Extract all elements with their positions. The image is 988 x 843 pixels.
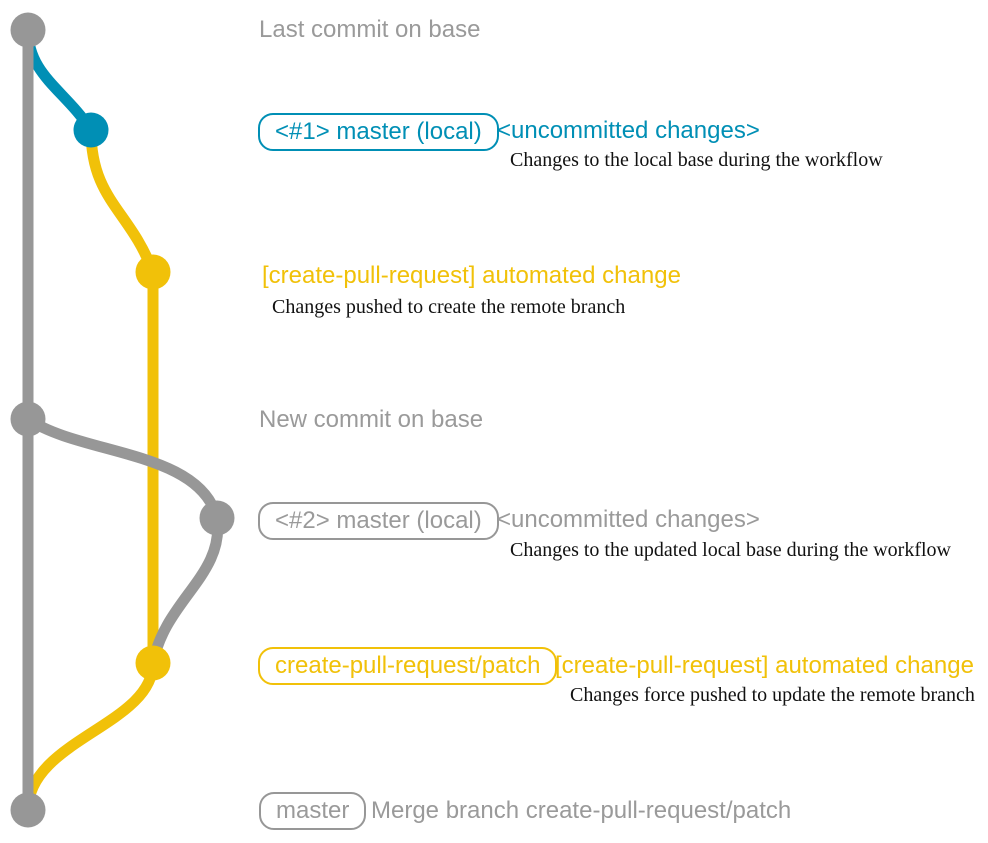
- automated-change-1-detail: Changes pushed to create the remote bran…: [272, 296, 626, 318]
- uncommitted-changes-2-heading: <uncommitted changes>: [497, 506, 760, 533]
- automated-change-1-heading: [create-pull-request] automated change: [262, 262, 681, 289]
- uncommitted-changes-2-detail: Changes to the updated local base during…: [510, 539, 951, 561]
- badge-master-local-2: <#2> master (local): [258, 502, 499, 540]
- commit-node-force-push: [135, 645, 171, 681]
- commit-node-new-base: [10, 401, 46, 437]
- local-branch-1-line: [22, 24, 97, 136]
- commit-node-push-create: [135, 254, 171, 290]
- local-branch-2-in-line: [147, 512, 224, 669]
- badge-master-local-1: <#1> master (local): [258, 113, 499, 151]
- local-branch-2-out-line: [22, 413, 223, 524]
- git-graph: [10, 12, 235, 828]
- automated-change-2-heading: [create-pull-request] automated change: [555, 652, 974, 679]
- commit-node-last-base: [10, 12, 46, 48]
- last-commit-label: Last commit on base: [259, 16, 481, 43]
- patch-branch-out-line: [85, 124, 159, 278]
- badge-master: master: [259, 792, 367, 830]
- merge-branch-heading: Merge branch create-pull-request/patch: [371, 797, 792, 824]
- patch-branch-merge-line: [22, 657, 159, 816]
- uncommitted-changes-1-heading: <uncommitted changes>: [497, 117, 760, 144]
- automated-change-2-detail: Changes force pushed to update the remot…: [570, 684, 975, 706]
- new-commit-label: New commit on base: [259, 406, 484, 433]
- uncommitted-changes-1-detail: Changes to the local base during the wor…: [510, 149, 883, 171]
- commit-node-merge: [10, 792, 46, 828]
- badge-create-pull-request-patch: create-pull-request/patch: [258, 647, 558, 685]
- commit-node-local-2: [199, 500, 235, 536]
- commit-node-local-1: [73, 112, 109, 148]
